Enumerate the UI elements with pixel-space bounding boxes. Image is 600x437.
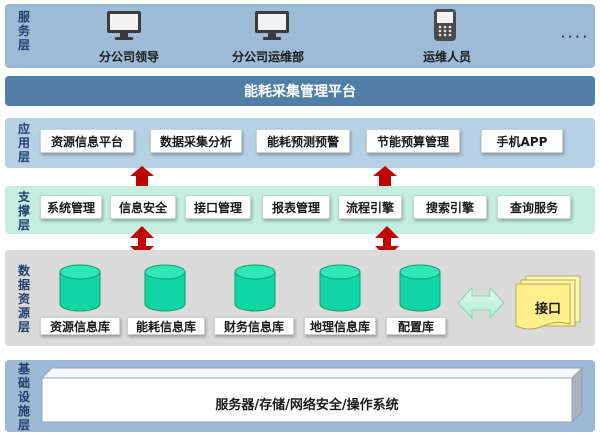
- db-label-energy: 能耗信息库: [127, 317, 205, 335]
- data-layer-label: 数据资源层: [17, 264, 30, 334]
- database-icon: [144, 264, 186, 312]
- service-layer-label: 服务层: [17, 10, 30, 52]
- user-label-ops-staff: 运维人员: [422, 50, 472, 64]
- module-report-management: 报表管理: [262, 195, 330, 219]
- platform-title: 能耗采集管理平台: [244, 84, 356, 100]
- module-energy-forecast: 能耗预测预警: [256, 129, 350, 153]
- platform-banner: 能耗采集管理平台: [5, 76, 595, 106]
- user-label-branch-leader: 分公司领导: [98, 50, 160, 64]
- module-system-management: 系统管理: [40, 195, 102, 219]
- db-label-finance: 财务信息库: [214, 317, 294, 335]
- database-icon: [234, 264, 276, 312]
- mobile-phone-icon: [434, 9, 456, 41]
- module-search-engine: 搜索引擎: [413, 195, 487, 219]
- interface-documents-icon: [515, 275, 581, 330]
- module-data-collection: 数据采集分析: [150, 129, 242, 153]
- module-budget-management: 节能预算管理: [366, 129, 460, 153]
- infrastructure-layer-label: 基础设施层: [17, 362, 30, 432]
- support-layer-label: 支撑层: [17, 190, 30, 232]
- service-layer: 服务层 分公司领导 分公司运维部 运维人员 · · · ·: [5, 4, 595, 68]
- module-resource-platform: 资源信息平台: [40, 129, 134, 153]
- module-query-service: 查询服务: [497, 195, 571, 219]
- infrastructure-content: 服务器/存储/网络安全/操作系统: [215, 398, 399, 413]
- double-arrow-icon: [457, 286, 505, 320]
- database-icon: [399, 264, 441, 312]
- arrow-up-icon: [373, 166, 397, 186]
- user-label-branch-ops: 分公司运维部: [231, 50, 305, 64]
- arrow-up-icon: [130, 166, 154, 186]
- db-label-geography: 地理信息库: [304, 317, 376, 335]
- monitor-icon: [255, 11, 289, 40]
- interface-label: 接口: [534, 302, 561, 317]
- module-information-security: 信息安全: [110, 195, 176, 219]
- more-users-ellipsis: · · · ·: [561, 32, 587, 43]
- module-interface-management: 接口管理: [185, 195, 251, 219]
- database-icon: [59, 264, 101, 312]
- db-label-resource: 资源信息库: [40, 317, 120, 335]
- database-icon: [319, 264, 361, 312]
- module-mobile-app: 手机APP: [481, 129, 563, 153]
- monitor-icon: [107, 11, 141, 40]
- module-workflow-engine: 流程引擎: [338, 195, 402, 219]
- infrastructure-slab: [40, 366, 584, 424]
- db-label-config: 配置库: [386, 317, 446, 335]
- application-layer-label: 应用层: [17, 122, 30, 164]
